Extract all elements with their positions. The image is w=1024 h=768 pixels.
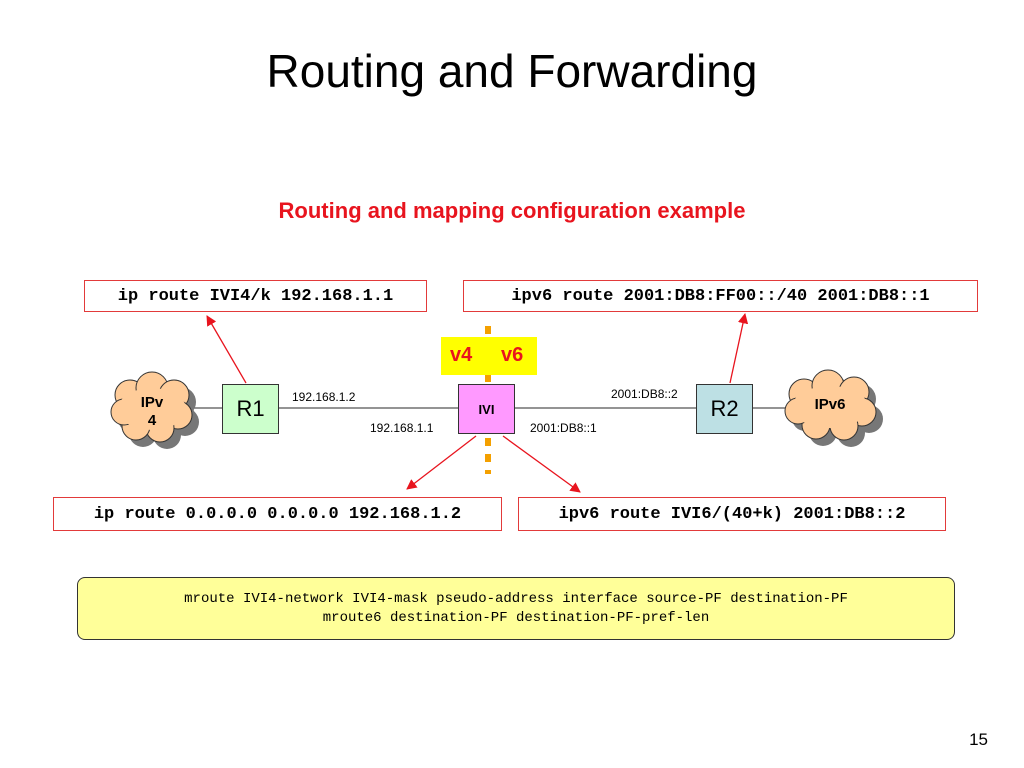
arrow-r1-config — [206, 315, 247, 384]
r1-ip-address: 192.168.1.2 — [292, 390, 356, 404]
v6-label: v6 — [501, 344, 524, 366]
page-number: 15 — [969, 730, 988, 749]
ivi-v4-ip-address: 192.168.1.1 — [370, 421, 434, 435]
page-title: Routing and Forwarding — [266, 45, 758, 97]
mroute-config-note: mroute IVI4-network IVI4-mask pseudo-add… — [77, 577, 955, 640]
router-r1: R1 — [222, 384, 279, 434]
arrow-ivi-v4-config — [406, 435, 477, 490]
r2-ip-address: 2001:DB8::2 — [611, 387, 678, 401]
ipv6-cloud-icon — [784, 369, 883, 447]
diagram-subtitle: Routing and mapping configuration exampl… — [278, 198, 746, 223]
ivi-translator: IVI — [458, 384, 515, 434]
ipv6-cloud-label: IPv6 — [814, 396, 846, 413]
mroute6-line: mroute6 destination-PF destination-PF-pr… — [322, 609, 710, 626]
v4-v6-label: v4 v6 — [441, 337, 537, 375]
arrow-r2-config — [729, 312, 749, 384]
ivi-v6-ip-address: 2001:DB8::1 — [530, 421, 597, 435]
mroute-line: mroute IVI4-network IVI4-mask pseudo-add… — [184, 590, 848, 607]
ipv4-cloud-label: IPv 4 — [140, 394, 164, 429]
arrow-ivi-v6-config — [502, 435, 581, 493]
router-r2: R2 — [696, 384, 753, 434]
ivi-v4-route-config: ip route 0.0.0.0 0.0.0.0 192.168.1.2 — [53, 497, 502, 531]
r1-route-config: ip route IVI4/k 192.168.1.1 — [84, 280, 427, 312]
r2-route-config: ipv6 route 2001:DB8:FF00::/40 2001:DB8::… — [463, 280, 978, 312]
v4-label: v4 — [450, 344, 473, 366]
ipv4-cloud-icon — [110, 371, 199, 449]
ivi-v6-route-config: ipv6 route IVI6/(40+k) 2001:DB8::2 — [518, 497, 946, 531]
